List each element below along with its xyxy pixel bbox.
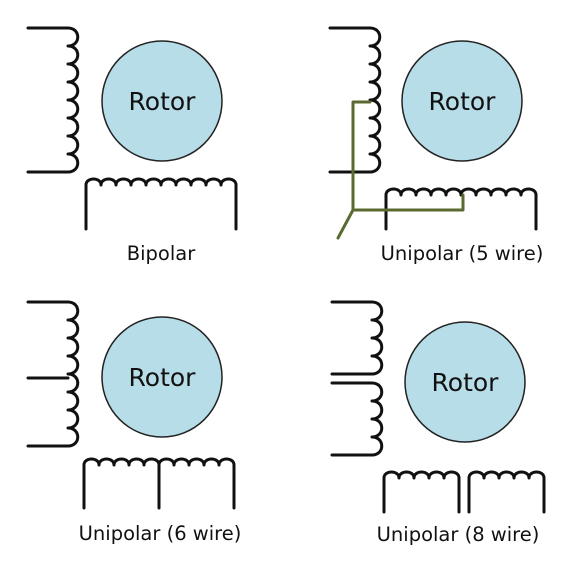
panel-unipolar-8-wire: Rotor Unipolar (8 wire) [330,300,546,546]
horizontal-winding [84,177,238,231]
panel-unipolar-5-wire: Rotor Unipolar (5 wire) [328,26,544,265]
caption-unipolar-5-wire: Unipolar (5 wire) [381,242,544,265]
caption-bipolar: Bipolar [127,242,196,265]
lower-vertical-winding [330,381,384,457]
panel-unipolar-6-wire: Rotor Unipolar (6 wire) [26,300,242,545]
panel-bipolar: Rotor Bipolar [26,26,238,265]
upper-vertical-winding [330,300,384,376]
rotor [101,316,223,438]
caption-unipolar-6-wire: Unipolar (6 wire) [79,522,242,545]
left-horizontal-winding [382,470,461,514]
vertical-winding [26,26,80,174]
rotor [401,40,523,162]
vertical-winding [328,26,382,174]
rotor-label: Rotor [129,87,197,116]
rotor-label: Rotor [129,363,197,392]
caption-unipolar-8-wire: Unipolar (8 wire) [377,523,540,546]
rotor [404,321,526,443]
rotor [101,40,223,162]
right-horizontal-winding [467,470,546,514]
horizontal-winding [384,187,538,231]
rotor-label: Rotor [432,368,500,397]
vertical-winding [26,300,80,448]
common-wire [336,100,465,240]
rotor-label: Rotor [429,87,497,116]
